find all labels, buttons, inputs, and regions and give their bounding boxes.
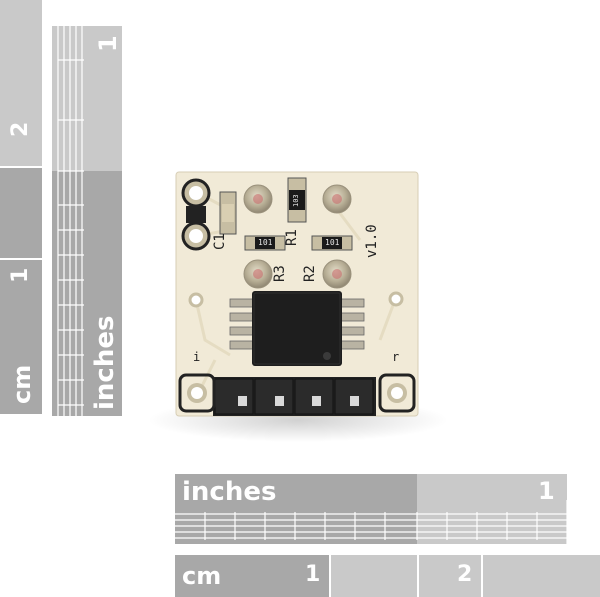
horizontal-cm-mark-1: 1 [305,562,321,587]
label-c1: C1 [212,233,228,250]
resistor-r1 [287,177,307,223]
resistor-r2 [311,235,353,251]
resistor-r3 [244,235,286,251]
horizontal-cm-mark-2: 2 [457,562,473,587]
pin-header [213,377,376,416]
led-top-left [243,184,273,214]
horizontal-cm-unit-label: cm [182,562,222,590]
pin-mark-left: i [193,350,201,364]
horizontal-inches-mark-1: 1 [538,477,555,505]
led-top-right [322,184,352,214]
resistor-code-r2: 101 [325,238,340,247]
label-r1: R1 [284,229,300,246]
bottom-mounting-holes [178,373,416,413]
resistor-code-r3: 101 [258,238,273,247]
led-bottom-right [322,259,352,289]
resistor-code-r1: 103 [292,194,300,207]
label-r3: R3 [272,265,288,282]
left-mounting-holes [181,178,211,308]
label-r2: R2 [302,265,318,282]
capacitor-c1 [219,191,237,235]
pin-mark-right: r [392,350,400,364]
horizontal-inches-unit-label: inches [182,477,277,507]
ic-chip [252,291,342,366]
led-bottom-left [243,259,273,289]
label-version: v1.0 [364,224,380,258]
